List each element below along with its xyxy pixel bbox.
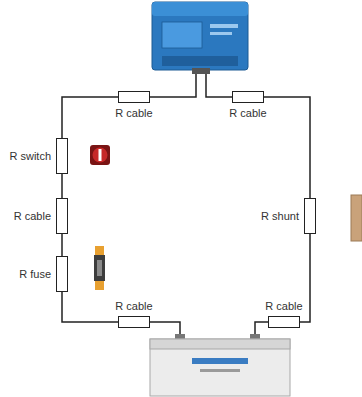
resistor-symbol: R cable <box>232 91 264 103</box>
battery-illustration <box>150 334 290 396</box>
resistor-symbol: R cable <box>118 91 150 103</box>
resistor-symbol: R cable <box>118 316 150 328</box>
resistor-label: R cable <box>229 107 266 120</box>
wire <box>264 97 310 198</box>
wire <box>62 292 118 322</box>
resistor-label: R shunt <box>261 210 299 223</box>
fuse-icon <box>94 246 105 290</box>
resistor-symbol: R fuse <box>56 256 68 292</box>
wire <box>62 97 118 138</box>
resistor-symbol: R cable <box>56 198 68 234</box>
resistor-label: R fuse <box>19 268 51 281</box>
resistor-label: R cable <box>14 210 51 223</box>
wire <box>150 74 268 334</box>
inverter-illustration <box>152 2 248 74</box>
resistor-label: R switch <box>9 150 51 163</box>
resistor-symbol: R cable <box>268 316 300 328</box>
switch-icon <box>90 145 110 165</box>
resistor-label: R cable <box>115 300 152 313</box>
wire <box>61 234 63 256</box>
resistor-label: R cable <box>265 300 302 313</box>
shunt-illustration <box>351 195 362 241</box>
resistor-label: R cable <box>115 107 152 120</box>
resistor-symbol: R shunt <box>304 198 316 234</box>
resistor-symbol: R switch <box>56 138 68 174</box>
wire <box>61 174 63 198</box>
